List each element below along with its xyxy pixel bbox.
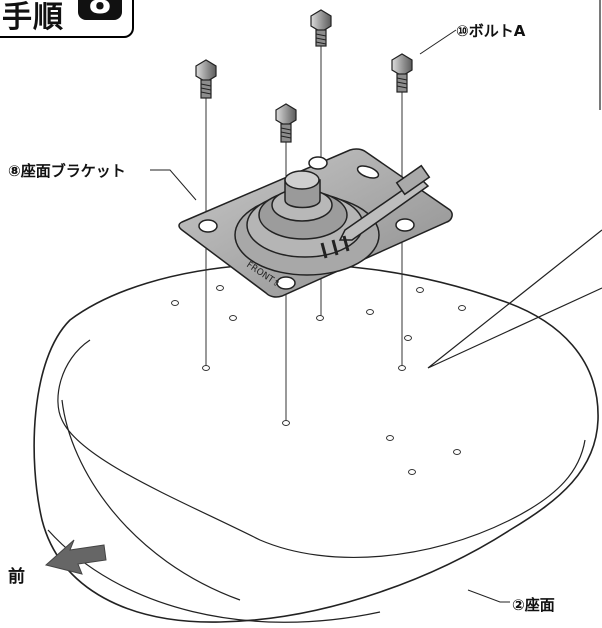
label-bracket: ⑧座面ブラケット (8, 162, 126, 180)
bolt-3 (310, 9, 332, 47)
step-number: 8 (78, 0, 122, 22)
step-title: 手順 (2, 0, 64, 35)
label-front: 前 (8, 567, 25, 587)
bolt-2 (275, 103, 297, 143)
bolt-4 (391, 53, 413, 93)
seat-bracket (178, 148, 453, 298)
label-seat: ②座面 (512, 596, 555, 614)
front-arrow-icon (44, 539, 107, 575)
step-header: 手順 8 (0, 0, 134, 38)
leader-lines (150, 29, 510, 603)
bolt-1 (195, 59, 217, 99)
zoom-callout (427, 0, 602, 369)
seat-holes (171, 267, 466, 475)
label-bolt: ⑩ボルトA (456, 22, 526, 40)
